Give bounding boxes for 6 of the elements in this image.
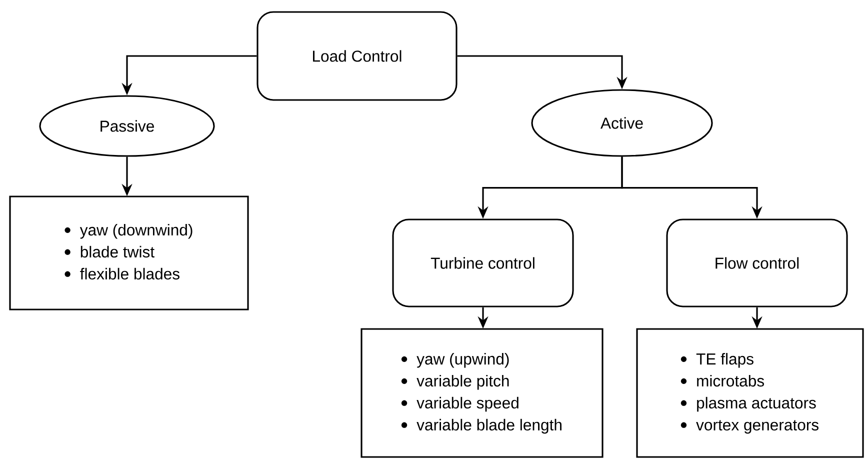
bullet-list-box: TE flaps microtabs plasma actuators vortex generators	[636, 328, 864, 458]
bullet-list-box: yaw (downwind) blade twist flexible blades	[9, 196, 249, 310]
process-box: Load Control	[256, 11, 458, 101]
process-box: Turbine control	[392, 218, 574, 308]
bullet-list-box: yaw (upwind) variable pitch variable speed variable blade length	[360, 328, 604, 458]
process-box: Flow control	[666, 218, 848, 308]
